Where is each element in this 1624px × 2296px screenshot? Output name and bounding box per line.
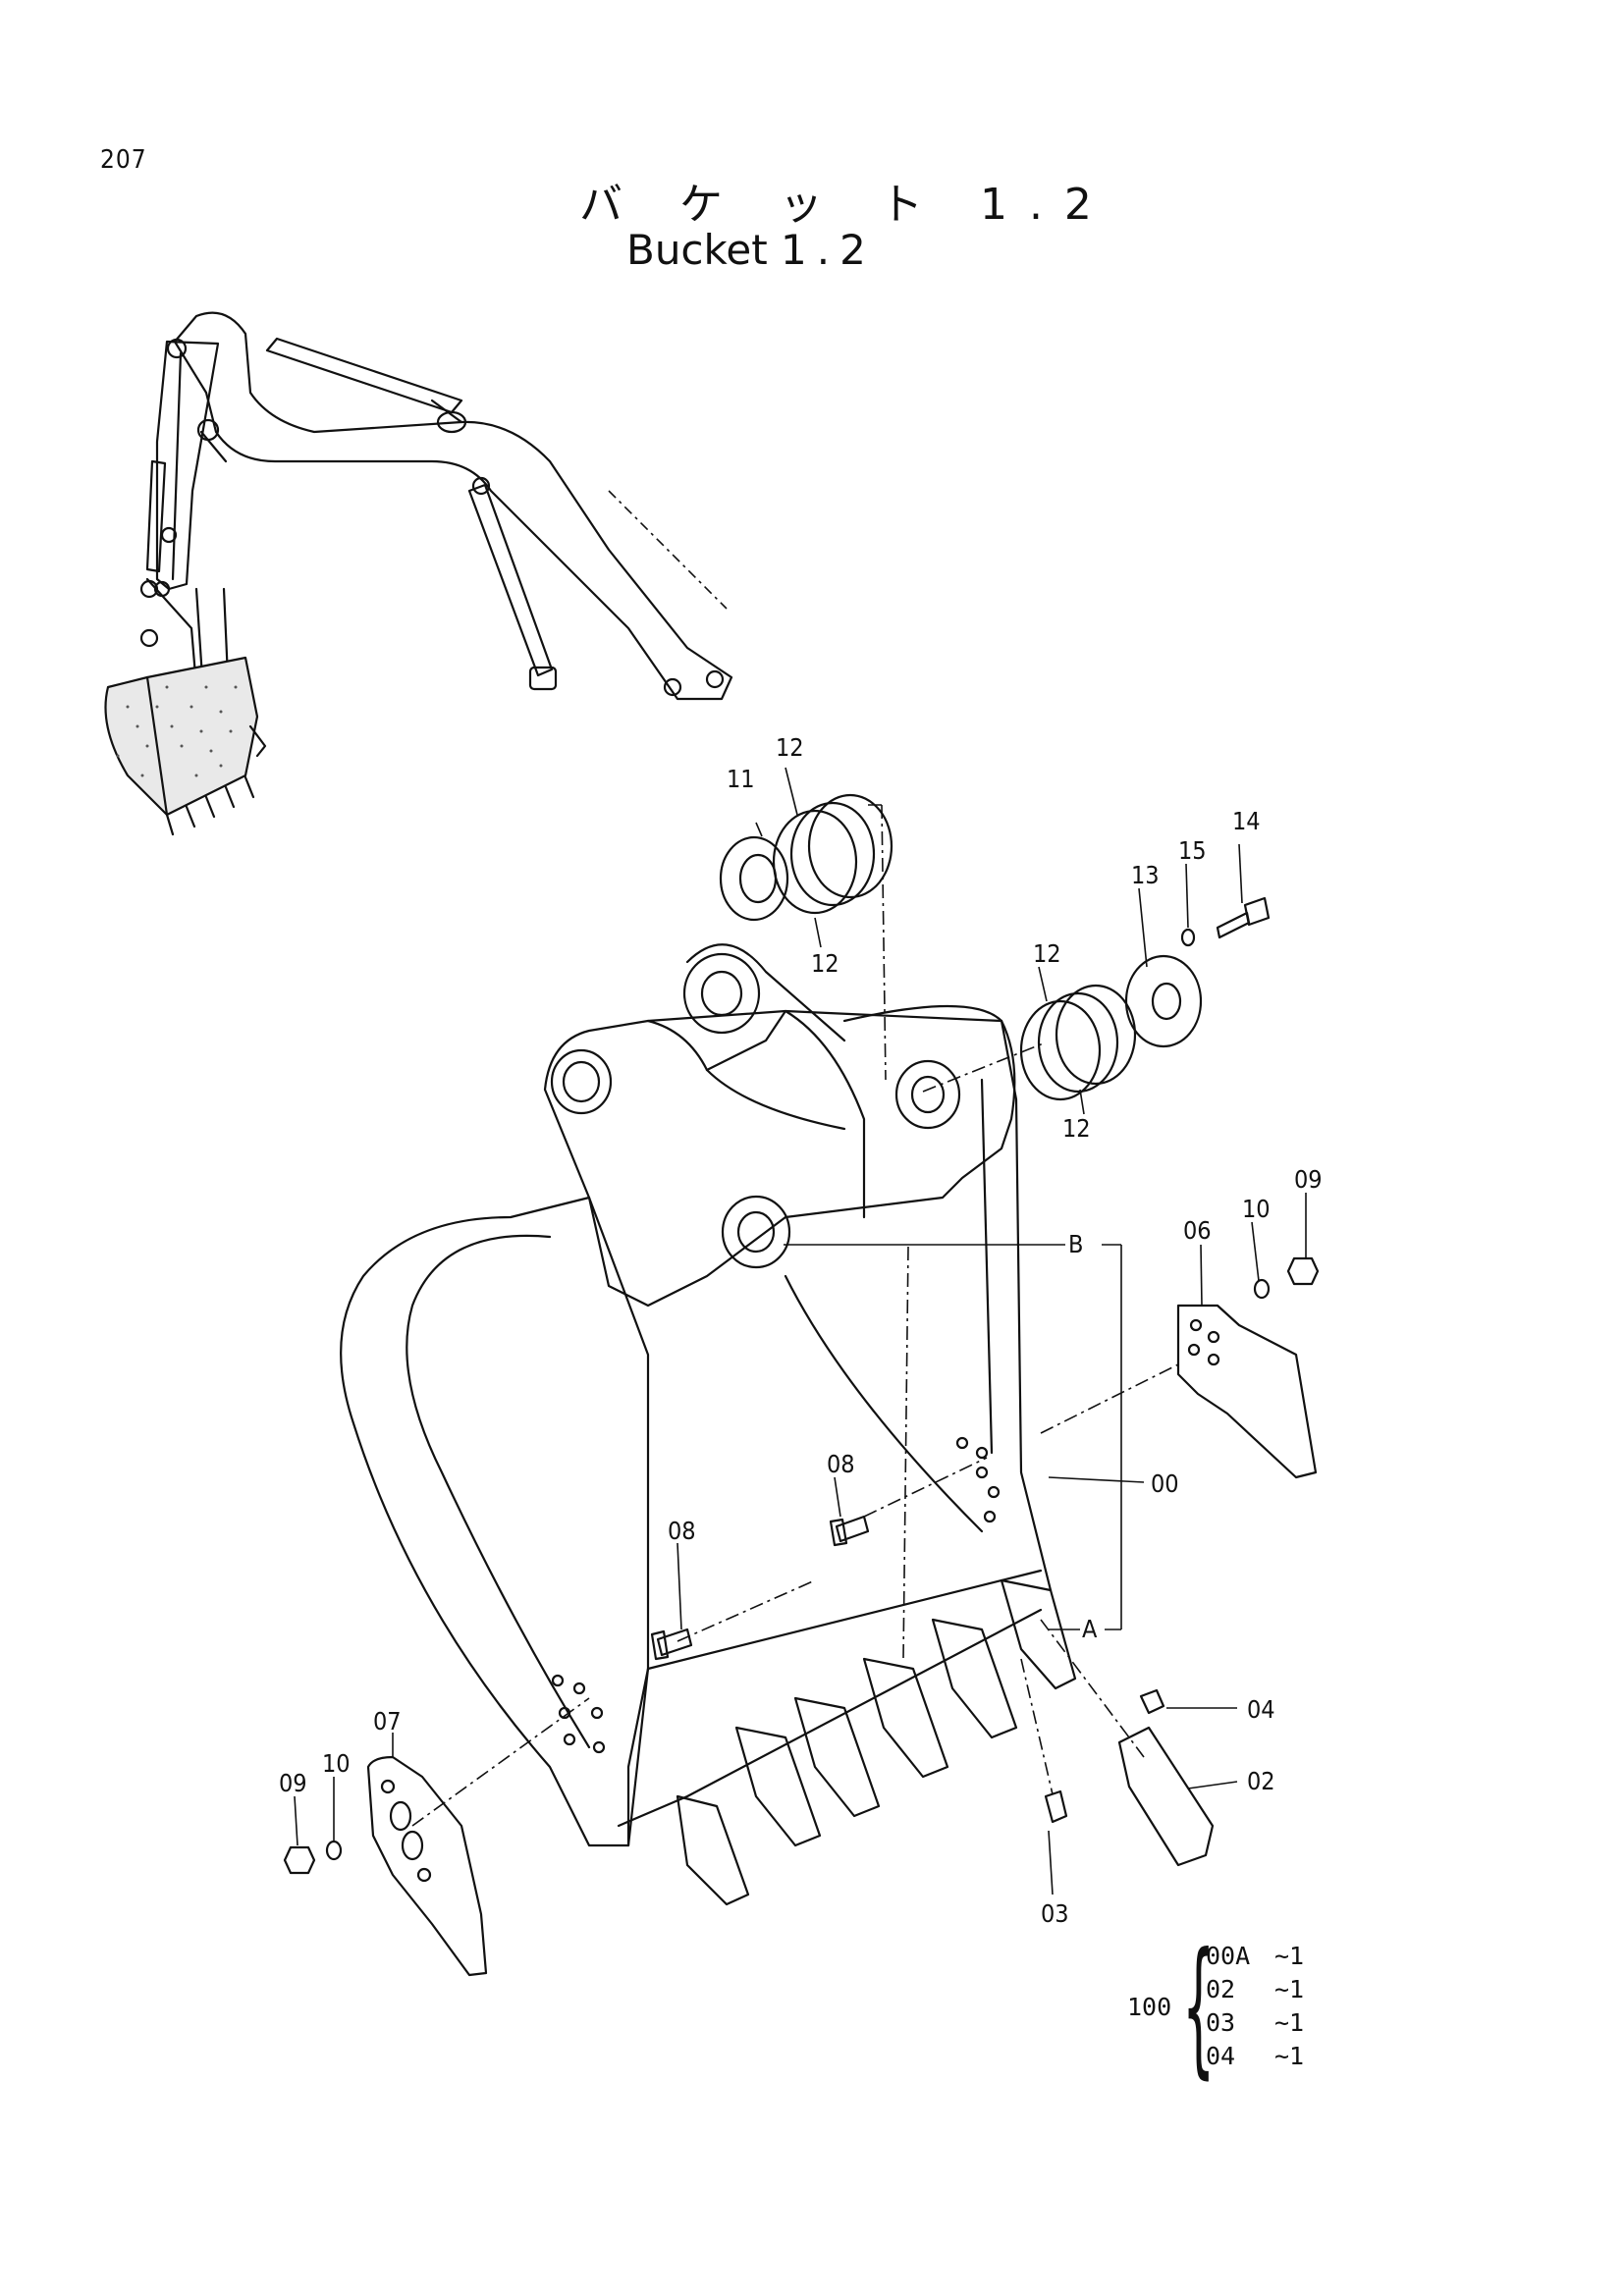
callout-08-upper: 08 (827, 1450, 855, 1478)
part-09-nut-right (1286, 1256, 1320, 1286)
callout-12-top: 12 (776, 733, 804, 762)
callout-08-lower: 08 (668, 1517, 696, 1545)
callout-15: 15 (1178, 836, 1207, 865)
part-08-bolt-upper (829, 1515, 870, 1547)
kit-part: 02 (1206, 1975, 1236, 2003)
callout-11: 11 (727, 765, 755, 793)
callout-07: 07 (373, 1707, 402, 1735)
part-08-bolt-lower (650, 1628, 693, 1661)
callout-labels: 11 12 12 12 12 13 15 14 09 10 06 B 00 08… (279, 733, 1323, 1928)
callout-03: 03 (1041, 1899, 1069, 1928)
callout-13: 13 (1131, 861, 1160, 889)
callout-12-upper-bottom: 12 (811, 949, 839, 978)
part-13-plate (1124, 954, 1203, 1048)
callout-12-lower-top: 12 (1033, 939, 1061, 968)
excavator-arm-illustration (104, 311, 733, 836)
part-15-washer (1180, 928, 1196, 947)
part-02-tooth-point (1117, 1726, 1215, 1867)
leader-lines (294, 490, 1307, 1896)
page-title-english: Bucket 1.2 (626, 226, 876, 274)
callout-02: 02 (1247, 1767, 1275, 1795)
kit-row: 04 ~1 (1206, 2042, 1304, 2075)
callout-04: 04 (1247, 1695, 1275, 1724)
callout-06: 06 (1183, 1216, 1212, 1245)
bucket-teeth (676, 1578, 1077, 1906)
part-11-seal (719, 835, 789, 922)
callout-12-lower-bottom: 12 (1062, 1114, 1091, 1143)
kit-part: 04 (1206, 2042, 1236, 2070)
kit-row: 03 ~1 (1206, 2008, 1304, 2042)
part-03-pin (1044, 1789, 1068, 1824)
kit-qty: ~1 (1274, 2042, 1305, 2070)
kit-row: 00A ~1 (1206, 1942, 1304, 1975)
part-07-side-cutter (366, 1755, 488, 1977)
kit-qty: ~1 (1274, 2008, 1305, 2037)
part-12-shims-upper (772, 793, 893, 915)
page-number: 207 (100, 145, 147, 175)
kit-number: 100 (1127, 1993, 1172, 2021)
callout-A: A (1082, 1615, 1098, 1643)
callout-14: 14 (1232, 807, 1261, 835)
part-06-side-cutter (1176, 1304, 1318, 1479)
kit-list: 00A ~1 02 ~1 03 ~1 04 ~1 (1206, 1942, 1304, 2075)
title-number: 1.2 (781, 226, 876, 274)
kit-qty: ~1 (1274, 1942, 1305, 1970)
part-12-shims-lower (1019, 984, 1137, 1101)
callout-09-right: 09 (1294, 1165, 1323, 1194)
title-word: Bucket (626, 226, 768, 274)
kit-qty: ~1 (1274, 1975, 1305, 2003)
kit-row: 02 ~1 (1206, 1975, 1304, 2008)
callout-B: B (1068, 1230, 1083, 1258)
page-title-japanese: バ ケ ッ ト 1.2 (579, 180, 1113, 230)
callout-10-left: 10 (322, 1749, 351, 1778)
kit-brace: { (1182, 1922, 1216, 2093)
bucket-body (340, 943, 1077, 1906)
right-wall-bolt-holes (955, 1436, 1001, 1523)
part-04-lock (1139, 1688, 1165, 1715)
part-14-bolt (1216, 896, 1271, 939)
kit-part: 00A (1206, 1942, 1251, 1970)
part-09-nut-left (283, 1845, 316, 1875)
part-10-washer-left (325, 1840, 343, 1861)
callout-10-right: 10 (1242, 1195, 1271, 1223)
callout-09-left: 09 (279, 1769, 307, 1797)
part-10-washer-right (1253, 1278, 1271, 1300)
callout-00: 00 (1151, 1469, 1179, 1498)
left-wall-bolt-holes (551, 1674, 606, 1754)
kit-part: 03 (1206, 2008, 1236, 2037)
